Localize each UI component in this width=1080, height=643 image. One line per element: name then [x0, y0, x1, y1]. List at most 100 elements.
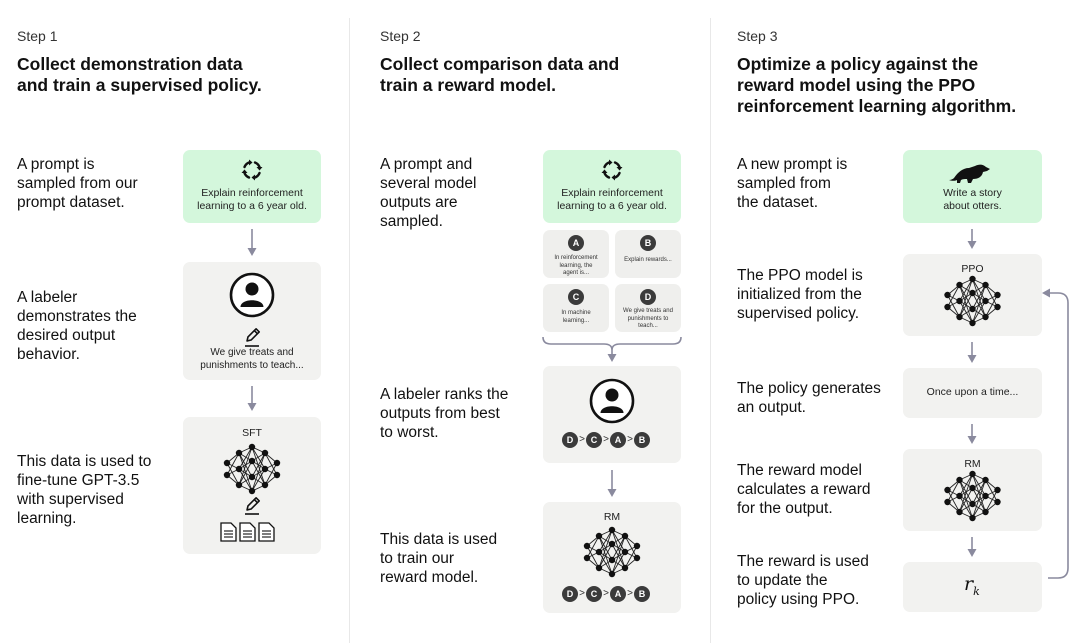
desc-line: calculates a reward [737, 481, 871, 498]
desc-line: demonstrates the [17, 308, 137, 325]
ranking-row: D > C > A > B [562, 432, 662, 448]
desc-line: learning. [17, 510, 77, 527]
step3-rm-card: RM [903, 449, 1042, 531]
step3-desc-ppo: The PPO model is initialized from the su… [737, 266, 863, 323]
step3-title: Optimize a policy against the reward mod… [737, 54, 1067, 117]
step1-title-line: Collect demonstration data [17, 54, 243, 74]
prompt-line: Explain reinforcement [561, 187, 663, 199]
output-text: Explain rewards... [617, 257, 679, 265]
refresh-cycle-icon [241, 159, 263, 181]
output-badge: D [640, 289, 656, 305]
neural-network-icon [583, 526, 641, 578]
desc-line: several model [380, 175, 477, 192]
down-arrow-icon [607, 470, 617, 497]
down-arrow-icon [967, 342, 977, 363]
rank-badge: C [586, 586, 602, 602]
pencil-icon [245, 327, 261, 347]
step1-title: Collect demonstration data and train a s… [17, 54, 337, 96]
step3-reward-card: rk [903, 562, 1042, 612]
rank-badge: A [610, 432, 626, 448]
desc-line: for the output. [737, 500, 833, 517]
person-avatar-icon [589, 378, 635, 424]
down-arrow-icon [247, 229, 257, 256]
down-arrow-icon [967, 424, 977, 444]
step3-title-line: Optimize a policy against the [737, 54, 979, 74]
step1-prompt-text: Explain reinforcement learning to a 6 ye… [183, 187, 321, 213]
desc-line: to update the [737, 572, 828, 589]
step3-desc-prompt: A new prompt is sampled from the dataset… [737, 155, 847, 212]
reward-symbol: rk [964, 573, 980, 598]
rank-badge: C [586, 432, 602, 448]
output-line: Explain rewards... [624, 257, 672, 263]
desc-line: This data is used [380, 531, 498, 548]
rank-badge: D [562, 586, 578, 602]
column-divider-2 [710, 18, 711, 643]
step1-demo-text: We give treats and punishments to teach.… [183, 346, 321, 372]
neural-network-icon [944, 470, 1001, 522]
policy-output-text: Once upon a time... [926, 386, 1019, 398]
desc-line: an output. [737, 399, 806, 416]
output-card-d: D We give treats and punishments to teac… [615, 284, 681, 332]
step2-desc-train: This data is used to train our reward mo… [380, 530, 497, 587]
desc-line: to train our [380, 550, 455, 567]
prompt-line: learning to a 6 year old. [557, 200, 667, 212]
ranking-row: D > C > A > B [562, 586, 662, 602]
output-line: punishments to [627, 315, 669, 322]
prompt-line: learning to a 6 year old. [197, 200, 307, 212]
output-line: In machine [561, 310, 591, 316]
step3-label: Step 3 [737, 28, 778, 44]
step1-labeler-card: We give treats and punishments to teach.… [183, 262, 321, 380]
desc-line: behavior. [17, 346, 80, 363]
ppo-label: PPO [961, 263, 984, 275]
step1-title-line: and train a supervised policy. [17, 75, 262, 95]
desc-line: sampled. [380, 213, 443, 230]
desc-line: A new prompt is [737, 156, 848, 173]
output-line: learning, the [559, 262, 593, 269]
desc-line: reward model. [380, 569, 479, 586]
pencil-icon [245, 496, 261, 515]
rm-label: RM [964, 458, 981, 470]
rank-separator: > [627, 434, 633, 445]
step3-ppo-card: PPO [903, 254, 1042, 336]
desc-line: A labeler ranks the [380, 386, 509, 403]
desc-line: This data is used to [17, 453, 152, 470]
desc-line: sampled from [737, 175, 831, 192]
rank-separator: > [603, 588, 609, 599]
refresh-cycle-icon [601, 159, 623, 181]
rank-separator: > [627, 588, 633, 599]
prompt-line: Write a story [943, 187, 1002, 199]
output-card-a: A In reinforcement learning, the agent i… [543, 230, 609, 278]
step2-prompt-card: Explain reinforcement learning to a 6 ye… [543, 150, 681, 223]
output-text: In machine learning... [545, 310, 607, 325]
otter-icon [949, 164, 990, 183]
desc-line: The reward is used [737, 553, 869, 570]
demo-line: We give treats and [210, 347, 294, 358]
down-arrow-icon [247, 386, 257, 411]
desc-line: outputs are [380, 194, 458, 211]
feedback-loop-arrow [1042, 288, 1069, 579]
desc-line: The policy generates [737, 380, 881, 397]
desc-line: policy using PPO. [737, 591, 860, 608]
output-badge: C [568, 289, 584, 305]
desc-line: A labeler [17, 289, 78, 306]
output-line: teach... [638, 323, 658, 329]
desc-line: fine-tune GPT-3.5 [17, 472, 140, 489]
step3-title-line: reward model using the PPO [737, 75, 976, 95]
desc-line: sampled from our [17, 175, 138, 192]
step2-ranking-card: D > C > A > B [543, 366, 681, 463]
step3-output-card: Once upon a time... [903, 368, 1042, 418]
step1-sft-card: SFT [183, 417, 321, 554]
output-line: learning... [562, 317, 590, 324]
rank-separator: > [603, 434, 609, 445]
step1-desc-finetune: This data is used to fine-tune GPT-3.5 w… [17, 452, 151, 528]
rank-badge: B [634, 586, 650, 602]
desc-line: supervised policy. [737, 305, 860, 322]
step3-prompt-text: Write a story about otters. [903, 187, 1042, 213]
step2-label: Step 2 [380, 28, 421, 44]
prompt-line: about otters. [943, 200, 1002, 212]
step3-desc-output: The policy generates an output. [737, 379, 881, 417]
desc-line: desired output [17, 327, 116, 344]
